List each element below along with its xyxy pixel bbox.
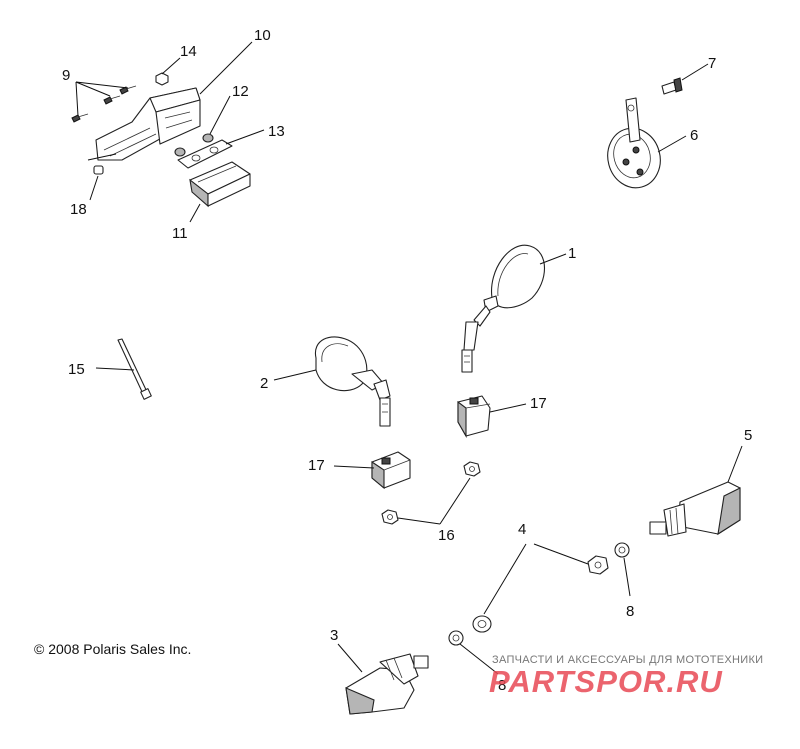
callout-3: 3 xyxy=(330,627,338,644)
callout-5: 5 xyxy=(744,427,752,444)
turn-signal-right xyxy=(649,481,741,537)
callout-labels: 9 10 14 12 13 11 18 7 6 1 2 17 17 16 15 … xyxy=(62,27,752,694)
cable-tie xyxy=(117,338,152,400)
turn-signal-left xyxy=(345,653,429,715)
license-bracket-assembly xyxy=(71,72,251,208)
callout-15: 15 xyxy=(68,361,85,378)
callout-13: 13 xyxy=(268,123,285,140)
callout-14: 14 xyxy=(180,43,197,60)
callout-16: 16 xyxy=(438,527,455,544)
callout-11: 11 xyxy=(172,225,188,242)
callout-6: 6 xyxy=(690,127,698,144)
callout-18: 18 xyxy=(70,201,87,218)
washer-lower xyxy=(472,615,492,633)
leader-lines xyxy=(75,41,743,675)
callout-12: 12 xyxy=(232,83,249,100)
washer-right xyxy=(614,542,630,558)
callout-10: 10 xyxy=(254,27,271,44)
callout-17-lower: 17 xyxy=(308,457,325,474)
mirror-left xyxy=(314,336,391,427)
flange-nut xyxy=(587,555,609,575)
callout-1: 1 xyxy=(568,245,576,262)
callout-9: 9 xyxy=(62,67,70,84)
mirror-right xyxy=(461,244,545,373)
watermark-tagline: ЗАПЧАСТИ И АКСЕССУАРЫ ДЛЯ МОТОТЕХНИКИ xyxy=(492,654,764,666)
copyright-notice: © 2008 Polaris Sales Inc. xyxy=(34,641,192,657)
horn-assembly xyxy=(607,77,683,189)
mirror-clamp-lower xyxy=(371,451,411,490)
nut-upper xyxy=(463,461,481,477)
nut-lower xyxy=(381,509,399,525)
callout-4: 4 xyxy=(518,521,526,538)
callout-8-lower: 8 xyxy=(498,677,506,694)
callout-17-upper: 17 xyxy=(530,395,547,412)
callout-2: 2 xyxy=(260,375,268,392)
callout-7: 7 xyxy=(708,55,716,72)
watermark-logo: PARTSPOR.RU xyxy=(489,664,723,699)
mirror-clamp-upper xyxy=(457,395,491,439)
callout-8-right: 8 xyxy=(626,603,634,620)
washer-lower-left xyxy=(448,630,464,646)
